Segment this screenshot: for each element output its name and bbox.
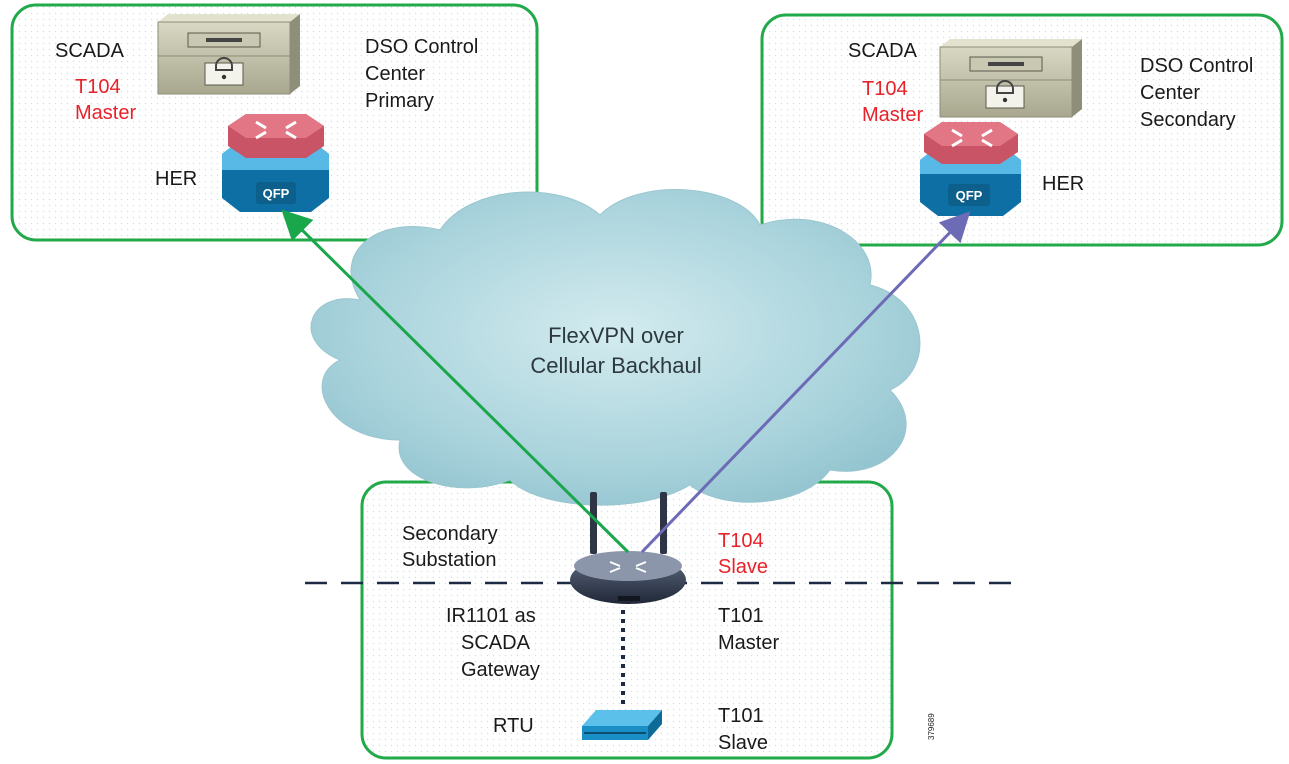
t101-master-line1: T101 <box>718 605 764 627</box>
her-router-icon <box>222 114 329 212</box>
protocol-role-line2: Master <box>862 104 923 126</box>
site-name-line2: Center <box>1140 82 1200 104</box>
site-name-line2: Center <box>365 63 425 85</box>
qfp-badge: QFP <box>263 186 290 201</box>
cloud-label-line2: Cellular Backhaul <box>530 353 701 378</box>
rtu-label: RTU <box>493 715 534 737</box>
site-name-line1: DSO Control <box>1140 55 1253 77</box>
gateway-label-line1: IR1101 as <box>446 605 536 627</box>
t101-slave-line1: T101 <box>718 705 764 727</box>
cloud-shape <box>310 189 921 506</box>
t104-slave-line2: Slave <box>718 556 768 578</box>
t101-master-line2: Master <box>718 632 779 654</box>
protocol-role-line2: Master <box>75 102 136 124</box>
t104-slave-line1: T104 <box>718 530 764 552</box>
scada-label: SCADA <box>848 40 918 62</box>
protocol-role-line1: T104 <box>862 78 908 100</box>
site-name-line1: DSO Control <box>365 36 478 58</box>
cloud-label-line1: FlexVPN over <box>548 323 684 348</box>
site-name-line3: Secondary <box>1140 109 1236 131</box>
her-router-icon <box>920 122 1021 216</box>
her-label: HER <box>1042 173 1084 195</box>
site-name-line3: Primary <box>365 90 434 112</box>
scada-server-icon <box>157 14 300 95</box>
substation-name-line2: Substation <box>402 549 497 571</box>
substation-name-line1: Secondary <box>402 523 498 545</box>
secondary-vpn-link <box>640 211 971 554</box>
rtu-device-icon <box>582 710 662 740</box>
qfp-badge: QFP <box>956 188 983 203</box>
scada-server-icon <box>939 39 1082 118</box>
scada-label: SCADA <box>55 40 125 62</box>
protocol-role-line1: T104 <box>75 76 121 98</box>
primary-vpn-link <box>281 209 630 554</box>
ir1101-router-icon <box>570 492 686 604</box>
her-label: HER <box>155 168 197 190</box>
secondary-site-box <box>760 13 1284 247</box>
t101-slave-line2: Slave <box>718 732 768 754</box>
figure-id: 379689 <box>927 713 936 740</box>
gateway-label-line2: SCADA <box>461 632 531 654</box>
gateway-label-line3: Gateway <box>461 659 540 681</box>
